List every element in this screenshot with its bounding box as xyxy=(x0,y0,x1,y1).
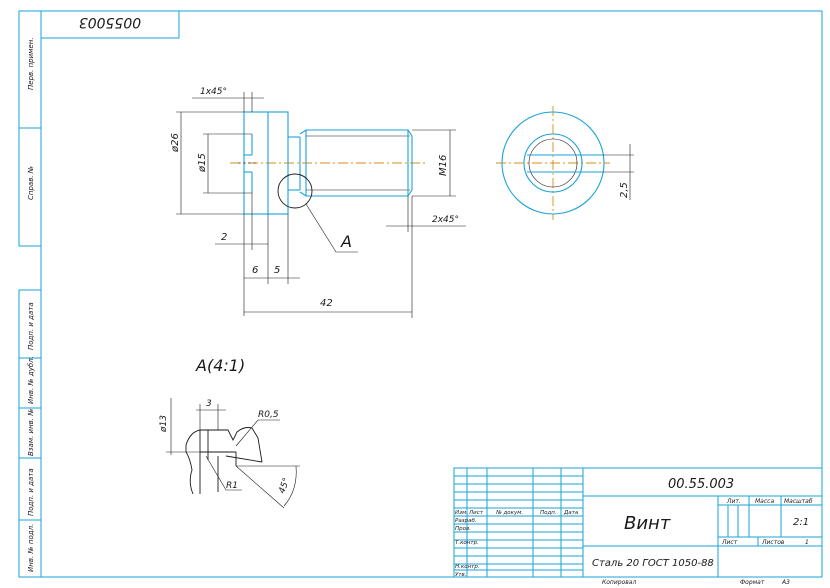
detail-dia-13: ø13 xyxy=(159,415,169,433)
footer-format: Формат xyxy=(740,579,765,586)
role-tkontr: Т.контр. xyxy=(455,540,479,546)
dim-chamfer-left: 1x45° xyxy=(200,87,227,97)
dim-dia-26: ø26 xyxy=(170,133,181,153)
side-label-5: Взам. инв. № xyxy=(27,408,35,456)
stamp-top-text: 0055003 xyxy=(79,14,141,30)
dim-len-42: 42 xyxy=(320,298,333,309)
scale-value: 2:1 xyxy=(793,517,809,528)
footer-copied: Копировал xyxy=(602,579,636,586)
designation: 00.55.003 xyxy=(668,477,734,492)
dim-len-5: 5 xyxy=(274,265,280,276)
role-utv: Утв. xyxy=(455,572,467,578)
col-mass: Масса xyxy=(755,498,774,505)
hdr-sign: Подп. xyxy=(540,510,557,516)
dim-len-2: 2 xyxy=(221,232,227,243)
sheets-label: Листов xyxy=(761,539,785,546)
side-label-1: Перв. примен. xyxy=(27,37,35,90)
hdr-izm: Изм. xyxy=(455,510,468,516)
role-razrab: Разраб. xyxy=(455,518,477,524)
side-label-6: Подп. и дата xyxy=(27,468,35,516)
dim-len-6: 6 xyxy=(252,265,258,276)
sheets-value: 1 xyxy=(805,539,809,546)
side-label-3: Подп. и дата xyxy=(27,302,35,350)
col-scale: Масштаб xyxy=(784,498,813,505)
side-strip: Перв. примен. Справ. № Подп. и дата Инв.… xyxy=(18,10,42,578)
dim-thread: M16 xyxy=(438,155,449,176)
material: Сталь 20 ГОСТ 1050-88 xyxy=(592,558,714,569)
hdr-date: Дата xyxy=(563,510,579,516)
stamp-top: 0055003 xyxy=(40,10,180,39)
side-label-7: Инв. № подл. xyxy=(27,524,35,572)
sheet-label: Лист xyxy=(721,539,738,546)
detail-len-3: 3 xyxy=(206,399,212,409)
detail-title: A(4:1) xyxy=(195,356,245,375)
side-label-4: Инв. № дубл. xyxy=(27,356,35,404)
role-prov: Пров. xyxy=(455,526,471,532)
hdr-list: Лист xyxy=(468,510,484,516)
dim-dia-15: ø15 xyxy=(197,153,208,173)
dim-chamfer-right: 2x45° xyxy=(432,215,459,225)
footer: Копировал Формат A3 xyxy=(602,579,790,586)
role-nkontr: Н.контр. xyxy=(455,564,480,570)
detail-r05: R0,5 xyxy=(258,410,279,420)
end-view: 2,5 xyxy=(496,106,634,220)
side-label-2: Справ. № xyxy=(27,166,35,200)
callout-a: A xyxy=(340,232,352,251)
col-lit: Лит. xyxy=(726,498,741,505)
dim-end-25: 2,5 xyxy=(619,182,630,198)
main-view: A 1x45° ø26 ø15 M16 2x45° 2 6 xyxy=(170,87,466,318)
title-block: Изм. Лист № докум. Подп. Дата Разраб. Пр… xyxy=(453,467,823,578)
part-name: Винт xyxy=(624,513,671,534)
hdr-doc: № докум. xyxy=(495,510,523,516)
detail-r1: R1 xyxy=(226,481,238,491)
footer-format-value: A3 xyxy=(781,579,790,586)
